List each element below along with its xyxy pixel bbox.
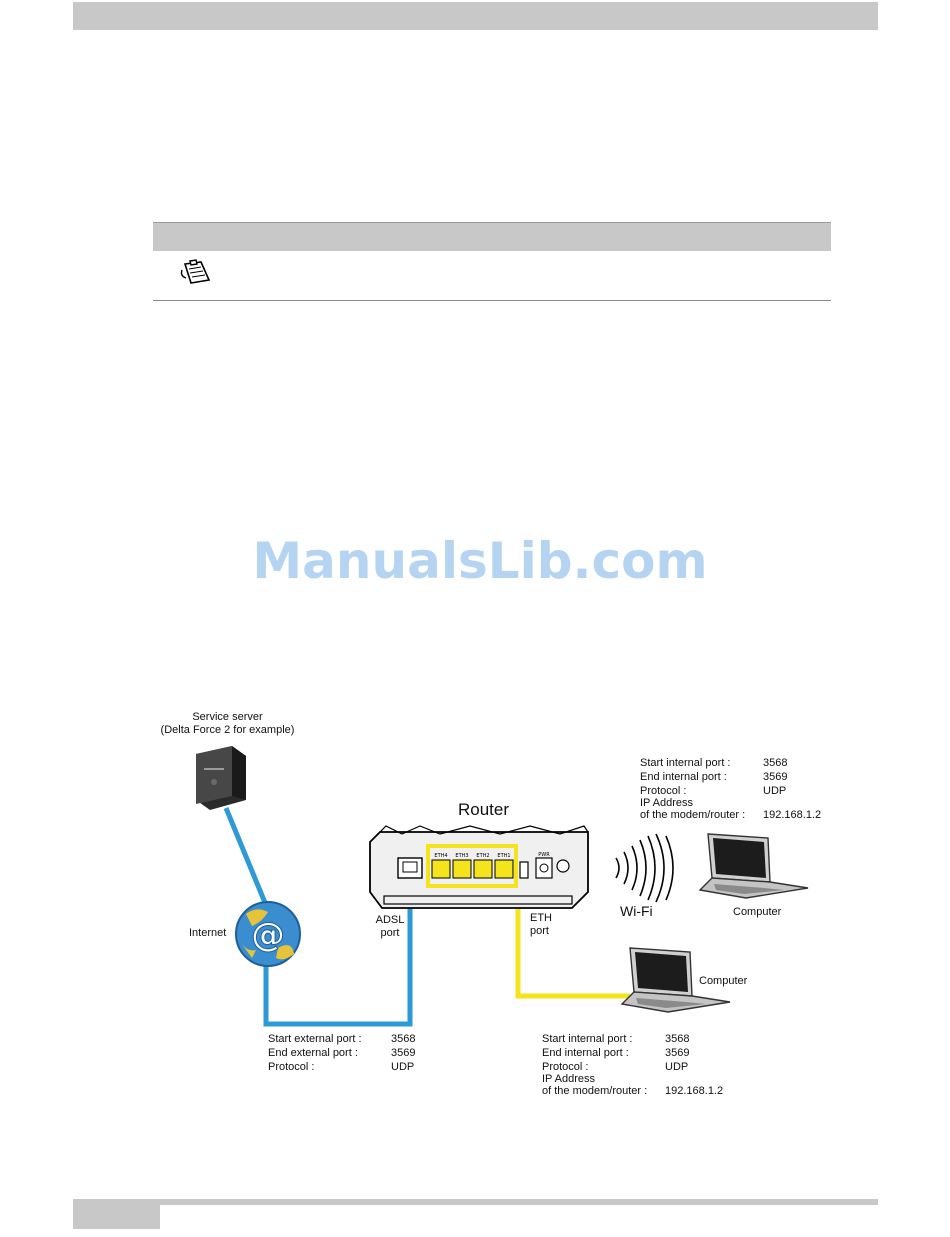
note-box [153, 222, 831, 301]
eth-end-label: End internal port : [542, 1047, 629, 1059]
eth-ip-row-2: of the modem/router : 192.168.1.2 [542, 1084, 723, 1098]
external-start-value: 3568 [391, 1033, 416, 1045]
server-tower-icon [196, 746, 246, 810]
eth-start-value: 3568 [665, 1033, 690, 1045]
computer-wifi-label: Computer [733, 906, 782, 918]
eth-end-row: End internal port : 3569 [542, 1046, 689, 1060]
eth-port-label: ETH port [530, 912, 552, 938]
router-port-eth4: ETH4 [434, 853, 447, 859]
wifi-start-row: Start internal port : 3568 [640, 756, 787, 770]
external-protocol-row: Protocol : UDP [268, 1060, 414, 1074]
eth-protocol-label: Protocol : [542, 1061, 589, 1073]
eth-protocol-row: Protocol : UDP [542, 1060, 688, 1073]
service-server-line2: (Delta Force 2 for example) [160, 724, 295, 736]
wifi-protocol-row: Protocol : UDP [640, 784, 786, 797]
router-icon: ETH4 ETH3 ETH2 ETH1 PWR [369, 825, 589, 909]
eth-start-label: Start internal port : [542, 1033, 633, 1045]
internet-label: Internet [189, 927, 227, 939]
wifi-ip-label-1: IP Address [640, 797, 693, 809]
page-footer-tab [73, 1203, 160, 1229]
eth-ip-value: 192.168.1.2 [665, 1085, 724, 1097]
service-server-label: Service server (Delta Force 2 for exampl… [140, 711, 315, 737]
internet-to-server-cable [223, 807, 271, 911]
external-start-row: Start external port : 3568 [268, 1032, 415, 1046]
external-end-value: 3569 [391, 1047, 416, 1059]
eth-cable [515, 876, 630, 999]
page-header-bar [73, 2, 878, 30]
computer-eth-label: Computer [699, 975, 748, 987]
wifi-ip-row-2: of the modem/router : 192.168.1.2 [640, 808, 821, 822]
eth-port-line1: ETH [530, 912, 552, 924]
eth-start-row: Start internal port : 3568 [542, 1032, 689, 1046]
eth-port-line2: port [530, 925, 549, 937]
adsl-cable [263, 876, 413, 1027]
wifi-end-row: End internal port : 3569 [640, 770, 787, 784]
service-server-line1: Service server [192, 711, 263, 723]
eth-ip-label-2: of the modem/router : [542, 1085, 648, 1097]
external-protocol-label: Protocol : [268, 1061, 315, 1073]
router-port-eth2: ETH2 [476, 853, 489, 859]
router-port-eth1: ETH1 [497, 853, 510, 859]
wifi-start-label: Start internal port : [640, 757, 731, 769]
wifi-ip-label-2: of the modem/router : [640, 809, 746, 821]
adsl-port-line1: ADSL [375, 914, 405, 926]
wifi-waves-icon [615, 833, 674, 903]
wifi-protocol-label: Protocol : [640, 785, 687, 797]
wifi-internal-ports-block: Start internal port : 3568 End internal … [640, 756, 821, 822]
eth-protocol-value: UDP [665, 1061, 689, 1073]
eth-ip-row-1: IP Address [542, 1072, 647, 1085]
laptop-wifi-icon [698, 833, 809, 899]
external-end-row: End external port : 3569 [268, 1046, 415, 1060]
note-header-bar [153, 222, 831, 251]
external-start-label: Start external port : [268, 1033, 362, 1045]
eth-port-group: ETH4 ETH3 ETH2 ETH1 [431, 853, 514, 879]
eth-end-value: 3569 [665, 1047, 690, 1059]
wifi-end-value: 3569 [763, 771, 788, 783]
wifi-label: Wi-Fi [620, 903, 653, 919]
page-footer-line [73, 1199, 878, 1205]
external-end-label: End external port : [268, 1047, 358, 1059]
router-label: Router [458, 800, 510, 819]
external-protocol-value: UDP [391, 1061, 415, 1073]
watermark: ManualsLib.com [252, 532, 708, 590]
wifi-end-label: End internal port : [640, 771, 727, 783]
eth-ip-label-1: IP Address [542, 1073, 595, 1085]
eth-internal-ports-block: Start internal port : 3568 End internal … [542, 1032, 723, 1098]
svg-text:@: @ [251, 915, 285, 955]
wifi-protocol-value: UDP [763, 785, 787, 797]
wifi-ip-row-1: IP Address [640, 796, 745, 809]
router-power-label: PWR [538, 852, 550, 858]
clipboard-note-icon [180, 259, 211, 284]
wifi-ip-value: 192.168.1.2 [763, 809, 822, 821]
adsl-port-label: ADSL port [360, 914, 420, 940]
external-ports-block: Start external port : 3568 End external … [268, 1032, 415, 1074]
wifi-start-value: 3568 [763, 757, 788, 769]
router-port-eth3: ETH3 [455, 853, 468, 859]
adsl-port-line2: port [380, 927, 400, 939]
internet-globe-icon: @ [235, 901, 301, 967]
laptop-eth-icon [620, 947, 731, 1013]
